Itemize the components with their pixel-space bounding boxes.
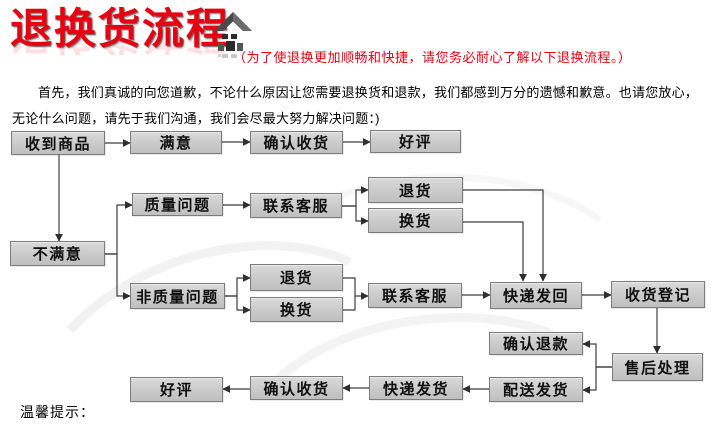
flow-node-confirm-receipt-1: 确认收货 (250, 131, 343, 154)
flow-node-express-ship: 快递发货 (369, 376, 463, 400)
page-title: 退换货流程 (10, 5, 231, 52)
flow-edge-contact1-to-return1 (342, 186, 369, 207)
flow-node-confirm-receipt-2: 确认收货 (250, 376, 343, 400)
flow-edge-exchange1-to-sendback (463, 221, 527, 282)
flow-node-return-goods-1: 退货 (368, 177, 463, 203)
flow-edge-aftersale-to-refund (582, 340, 612, 368)
flow-node-non-quality-issue: 非质量问题 (130, 283, 225, 309)
flow-node-aftersale-handle: 售后处理 (612, 353, 703, 381)
flow-node-contact-service-2: 联系客服 (368, 283, 462, 308)
house-icon (214, 12, 252, 58)
flow-edge-unsatisfied-to-nonquality (105, 253, 131, 300)
intro-text: 首先，我们真诚的向您道歉，不论什么原因让您需要退换货和退款，我们都感到万分的遗憾… (12, 85, 699, 126)
flow-node-good-review-2: 好评 (130, 377, 223, 402)
flow-node-confirm-refund: 确认退款 (489, 332, 583, 355)
flow-node-quality-issue: 质量问题 (132, 193, 223, 216)
flow-edge-nonquality-to-exchange2 (225, 295, 251, 314)
flow-node-exchange-goods-2: 换货 (250, 297, 343, 322)
flow-edge-contact1-to-exchange1 (342, 205, 369, 225)
flow-edge-exchange2-merge (343, 296, 356, 311)
flow-edge-unsatisfied-to-quality (105, 201, 133, 255)
flow-node-good-review-1: 好评 (370, 130, 461, 153)
footer-note: 温馨提示： (20, 404, 95, 420)
flow-edge-aftersale-to-dispatch (582, 366, 612, 394)
flow-node-satisfied: 满意 (130, 131, 222, 154)
flow-edge-return2-merge (343, 277, 369, 300)
page-subtitle: （为了使退换更加顺畅和快捷，请您务必耐心了解以下退换流程。） (233, 50, 632, 65)
flow-node-exchange-goods-1: 换货 (368, 208, 463, 233)
flow-node-return-goods-2: 退货 (250, 264, 343, 291)
flow-node-contact-service-1: 联系客服 (250, 193, 342, 218)
flow-edge-return1-to-sendback (463, 189, 547, 282)
flow-edge-nonquality-to-return2 (225, 274, 251, 297)
flow-node-receive-goods: 收到商品 (11, 131, 105, 155)
flow-node-dispatch-goods: 配送发货 (489, 377, 583, 402)
flow-node-express-sendback: 快递发回 (490, 282, 582, 309)
flow-node-unsatisfied: 不满意 (10, 241, 105, 266)
flow-node-receipt-register: 收货登记 (611, 281, 705, 308)
